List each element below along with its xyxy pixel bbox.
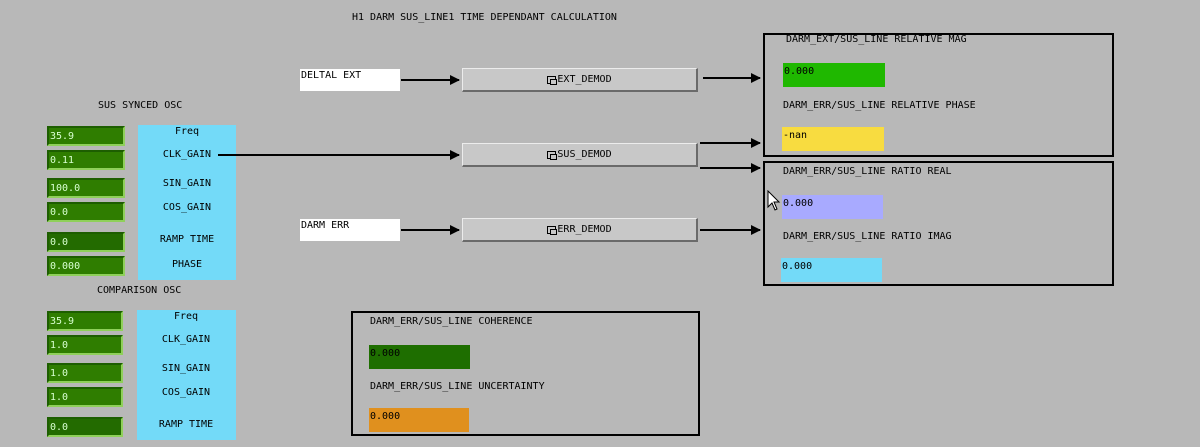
mouse-pointer-icon	[767, 190, 781, 211]
comp-osc-header: COMPARISON OSC	[97, 285, 182, 296]
ratio-imag-value: 0.000	[781, 258, 882, 282]
sus-freq-label: Freq	[174, 126, 200, 137]
coherence-value: 0.000	[369, 345, 470, 369]
ratio-imag-label: DARM_ERR/SUS_LINE RATIO IMAG	[783, 231, 952, 242]
sus-demod-button[interactable]: SUS_DEMOD	[462, 143, 698, 167]
darm-err-input[interactable]: DARM ERR	[300, 219, 400, 241]
sus-clk-gain-input[interactable]: 0.11	[47, 150, 125, 170]
sus-freq-input[interactable]: 35.9	[47, 126, 125, 146]
window-icon	[547, 150, 558, 160]
sus-clk-gain-label: CLK_GAIN	[162, 149, 212, 160]
mag-phase-group	[763, 33, 1114, 157]
ext-demod-label: EXT_DEMOD	[557, 74, 612, 85]
rel-phase-value: -nan	[782, 127, 884, 151]
page-title: H1 DARM SUS_LINE1 TIME DEPENDANT CALCULA…	[352, 12, 617, 23]
ext-demod-button[interactable]: EXT_DEMOD	[462, 68, 698, 92]
sus-osc-header: SUS SYNCED OSC	[98, 100, 183, 111]
coherence-label: DARM_ERR/SUS_LINE COHERENCE	[370, 316, 533, 327]
coherence-group	[351, 311, 700, 436]
ratio-group	[763, 161, 1114, 286]
rel-mag-value: 0.000	[783, 63, 885, 87]
sus-sin-gain-label: SIN_GAIN	[162, 178, 212, 189]
comp-clk-gain-label: CLK_GAIN	[161, 334, 211, 345]
ratio-real-label: DARM_ERR/SUS_LINE RATIO REAL	[783, 166, 952, 177]
comp-freq-label: Freq	[173, 311, 199, 322]
comp-osc-label-panel	[137, 310, 236, 440]
comp-ramp-time-label: RAMP TIME	[158, 419, 214, 430]
comp-cos-gain-label: COS_GAIN	[161, 387, 211, 398]
sus-phase-input[interactable]: 0.000	[47, 256, 125, 276]
comp-sin-gain-label: SIN_GAIN	[161, 363, 211, 374]
sus-phase-label: PHASE	[171, 259, 203, 270]
sus-cos-gain-input[interactable]: 0.0	[47, 202, 125, 222]
ratio-real-value: 0.000	[782, 195, 883, 219]
sus-ramp-time-input[interactable]: 0.0	[47, 232, 125, 252]
comp-clk-gain-input[interactable]: 1.0	[47, 335, 123, 355]
window-icon	[547, 225, 558, 235]
comp-ramp-time-input[interactable]: 0.0	[47, 417, 123, 437]
sus-demod-label: SUS_DEMOD	[557, 149, 612, 160]
comp-sin-gain-input[interactable]: 1.0	[47, 363, 123, 383]
err-demod-button[interactable]: ERR_DEMOD	[462, 218, 698, 242]
uncertainty-value: 0.000	[369, 408, 469, 432]
comp-freq-input[interactable]: 35.9	[47, 311, 123, 331]
comp-cos-gain-input[interactable]: 1.0	[47, 387, 123, 407]
sus-osc-label-panel	[138, 125, 236, 280]
rel-phase-label: DARM_ERR/SUS_LINE RELATIVE PHASE	[783, 100, 976, 111]
sus-cos-gain-label: COS_GAIN	[162, 202, 212, 213]
sus-sin-gain-input[interactable]: 100.0	[47, 178, 125, 198]
uncertainty-label: DARM_ERR/SUS_LINE UNCERTAINTY	[370, 381, 545, 392]
err-demod-label: ERR_DEMOD	[557, 224, 612, 235]
window-icon	[547, 75, 558, 85]
sus-ramp-time-label: RAMP TIME	[159, 234, 215, 245]
deltal-ext-input[interactable]: DELTAL EXT	[300, 69, 400, 91]
rel-mag-label: DARM_EXT/SUS_LINE RELATIVE MAG	[786, 34, 967, 45]
